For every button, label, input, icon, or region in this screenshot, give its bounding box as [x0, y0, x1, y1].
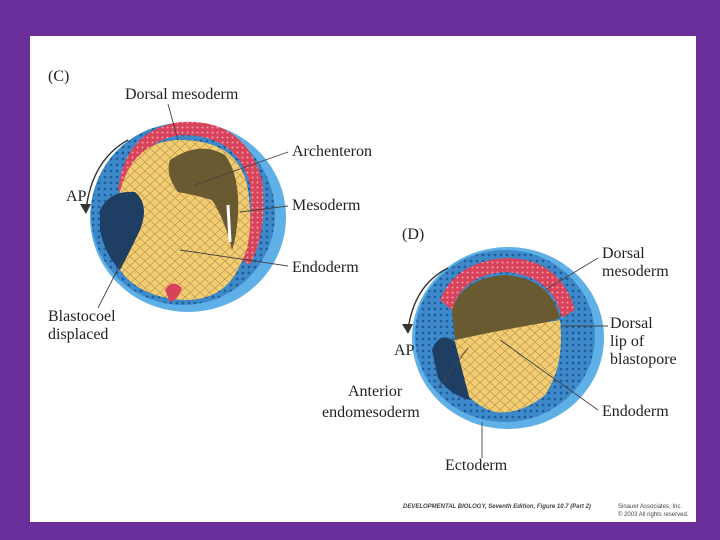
label-ectoderm: Ectoderm: [445, 457, 507, 474]
label-dorsal-mesoderm-d-line2: mesoderm: [602, 263, 669, 280]
credit-line1: DEVELOPMENTAL BIOLOGY, Seventh Edition, …: [403, 504, 591, 510]
label-dorsal-mesoderm-d-line1: Dorsal: [602, 245, 645, 262]
embryo-d-ap-arrowhead: [402, 324, 413, 334]
label-mesoderm: Mesoderm: [292, 197, 360, 214]
label-ap-d: AP: [394, 342, 414, 359]
label-anterior-line1: Anterior: [348, 383, 402, 400]
panel-d-tag: (D): [402, 226, 424, 243]
label-dorsal-lip-line2: lip of: [610, 333, 644, 350]
label-archenteron: Archenteron: [292, 143, 372, 160]
label-endoderm-d: Endoderm: [602, 403, 669, 420]
panel-c-tag: (C): [48, 68, 69, 85]
label-ap-c: AP: [66, 188, 86, 205]
embryo-c-involution-arrow: [228, 205, 230, 242]
embryo-c-ap-arrowhead: [80, 204, 91, 214]
label-blastocoel-line1: Blastocoel: [48, 308, 116, 325]
credit-line2: © 2003 All rights reserved.: [618, 512, 688, 518]
credit-publisher: Sinauer Associates, Inc.: [618, 504, 682, 510]
label-dorsal-lip-line1: Dorsal: [610, 315, 653, 332]
label-endoderm-c: Endoderm: [292, 259, 359, 276]
label-dorsal-lip-line3: blastopore: [610, 351, 677, 368]
label-blastocoel-line2: displaced: [48, 326, 108, 343]
label-anterior-line2: endomesoderm: [322, 404, 420, 421]
embryo-d: [402, 247, 604, 429]
label-dorsal-mesoderm-c: Dorsal mesoderm: [125, 86, 238, 103]
